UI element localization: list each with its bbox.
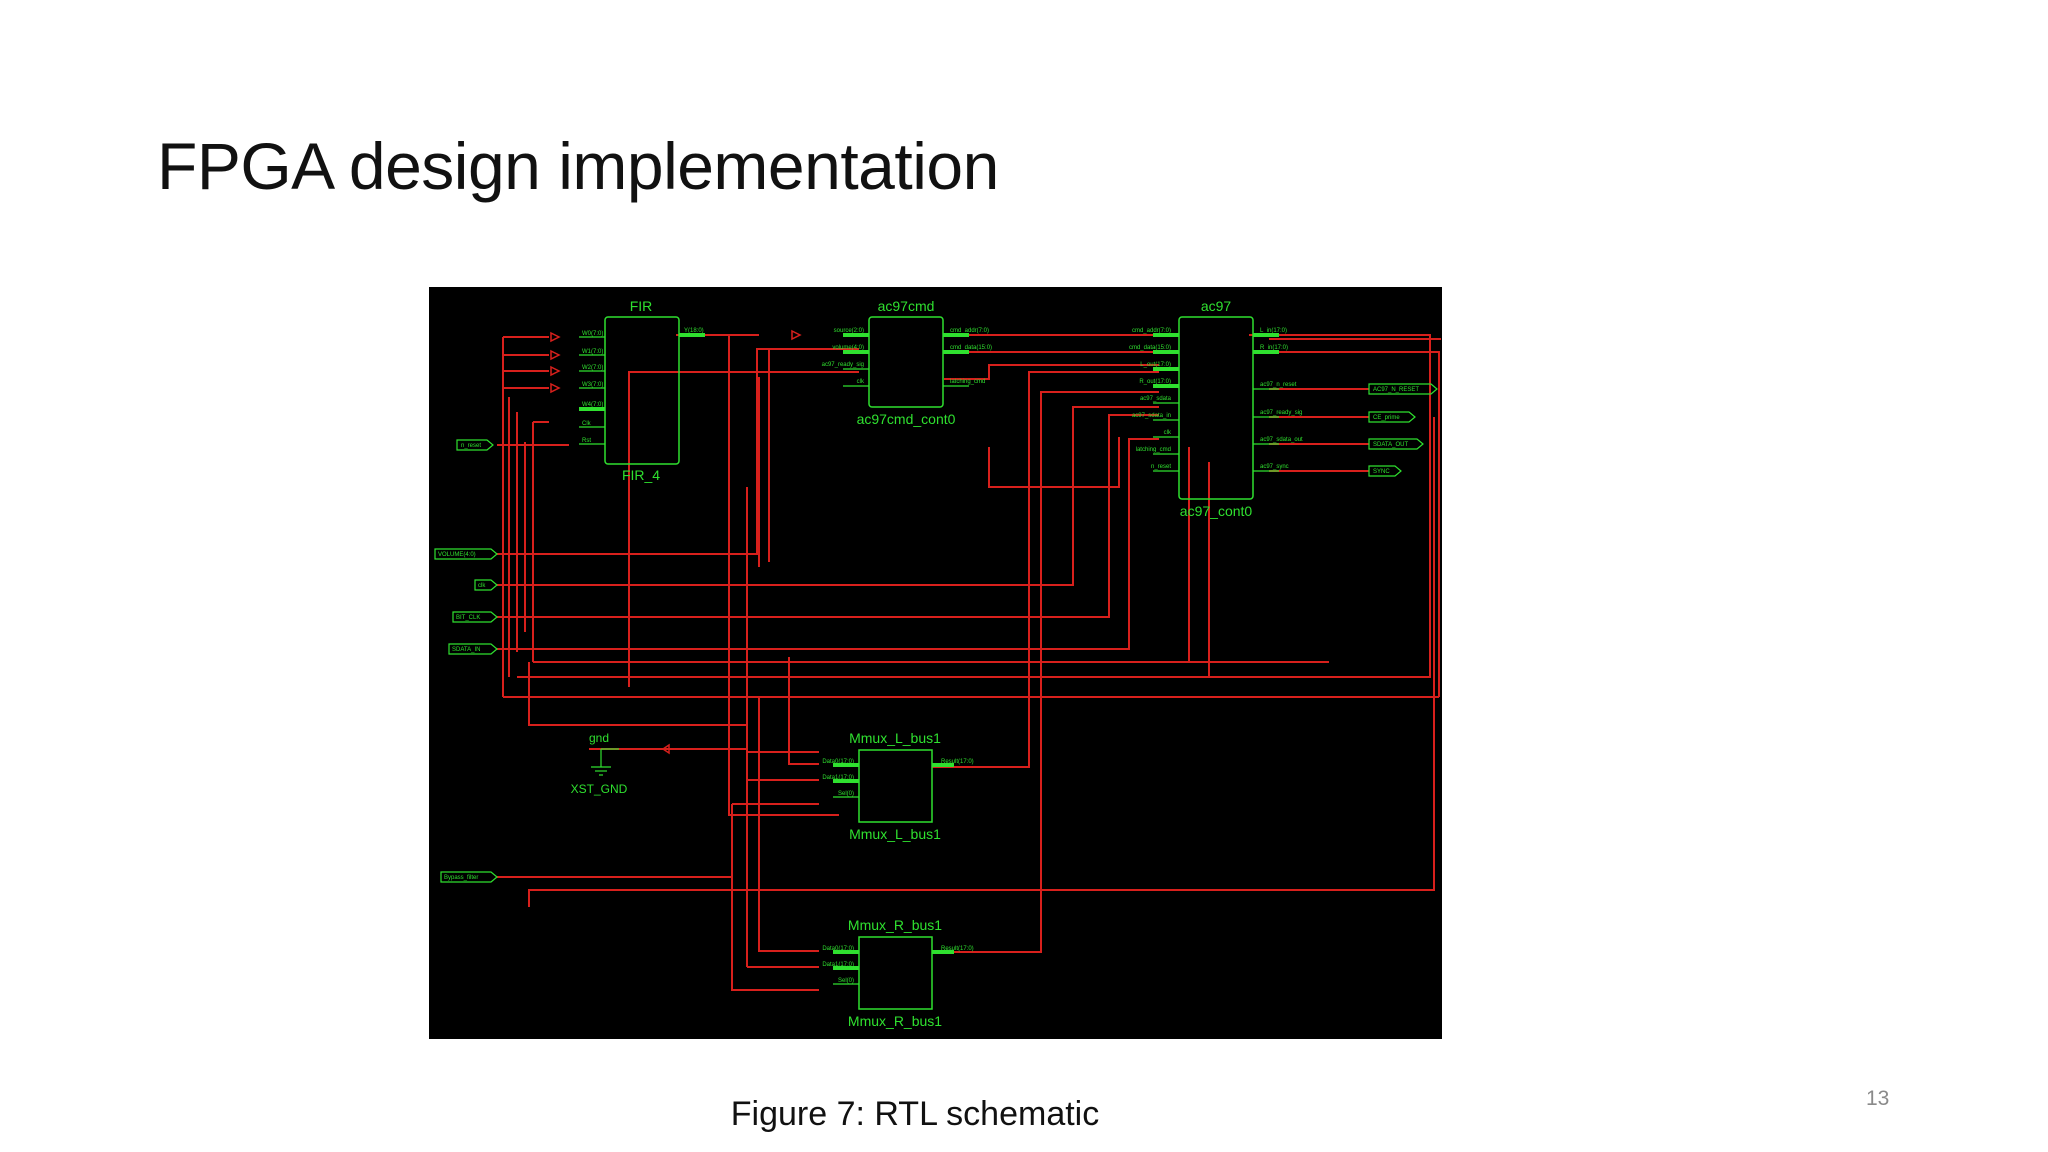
ac97-pin-sdata: ac97_sdata <box>1140 396 1172 402</box>
mux-r-pin-data1: Data1(17:0) <box>822 962 854 968</box>
schematic-svg: FIR FIR_4 W0(7:0) W1(7:0) W2(7:0) W3(7:0… <box>434 298 1441 1029</box>
fir-pin-rst: Rst <box>582 438 591 444</box>
gnd-label: gnd <box>589 731 609 745</box>
ac97cmd-block-instance: ac97cmd_cont0 <box>857 411 956 427</box>
fir-block-title: FIR <box>630 298 653 314</box>
mux-l-title: Mmux_L_bus1 <box>849 730 941 746</box>
ac97-pin-sdata-out: ac97_sdata_out <box>1260 437 1303 443</box>
ac97-pin-l-in: L_in(17:0) <box>1260 328 1287 334</box>
ac97cmd-pin-source: source(2:0) <box>834 328 864 334</box>
ac97cmd-pin-clk: clk <box>857 379 865 385</box>
ac97-pin-clk: clk <box>1164 430 1172 436</box>
mux-r-pin-sel: Sel(0) <box>838 978 854 984</box>
ac97-pin-r-out: R_out(17:0) <box>1139 379 1171 385</box>
mux-l-pin-data1: Data1(17:0) <box>822 775 854 781</box>
ac97cmd-block: ac97cmd ac97cmd_cont0 source(2:0) volume… <box>822 298 992 427</box>
port-clk: clk <box>478 583 486 589</box>
ac97-pin-latching: latching_cmd <box>1136 447 1171 453</box>
ac97cmd-pin-cmd-addr: cmd_addr(7:0) <box>950 328 989 334</box>
mux-r-title: Mmux_R_bus1 <box>848 917 942 933</box>
slide-title: FPGA design implementation <box>157 129 999 203</box>
port-sync: SYNC <box>1373 469 1390 475</box>
fir-pin-w2: W2(7:0) <box>582 365 603 371</box>
output-ports: AC97_N_RESET CE_prime SDATA_OUT SYNC <box>1368 383 1438 477</box>
wires <box>497 329 1441 991</box>
page-number: 13 <box>1866 1087 1890 1110</box>
mux-r-instance: Mmux_R_bus1 <box>848 1013 942 1029</box>
ac97-pin-cmd-addr: cmd_addr(7:0) <box>1132 328 1171 334</box>
ac97cmd-pin-cmd-data: cmd_data(15:0) <box>950 345 992 351</box>
ac97-pin-sync: ac97_sync <box>1260 464 1289 470</box>
fir-pin-w3: W3(7:0) <box>582 382 603 388</box>
fir-pin-w0: W0(7:0) <box>582 331 603 337</box>
ac97cmd-pin-latching: latching_cmd <box>950 379 985 385</box>
ac97-pin-cmd-data: cmd_data(15:0) <box>1129 345 1171 351</box>
ac97-pin-ready-out: ac97_ready_sig <box>1260 410 1302 416</box>
ac97cmd-block-title: ac97cmd <box>878 298 935 314</box>
rtl-schematic: FIR FIR_4 W0(7:0) W1(7:0) W2(7:0) W3(7:0… <box>429 287 1442 1039</box>
ac97-pin-sdata-in: ac97_sdata_in <box>1132 413 1171 419</box>
port-bit-clk: BIT_CLK <box>456 615 480 621</box>
ac97-pin-n-reset-out: ac97_n_reset <box>1260 382 1297 388</box>
port-ce-prime: CE_prime <box>1373 415 1400 421</box>
ac97-block-instance: ac97_cont0 <box>1180 503 1253 519</box>
mux-l-pin-sel: Sel(0) <box>838 791 854 797</box>
mux-r-block: Mmux_R_bus1 Mmux_R_bus1 Data0(17:0) Data… <box>822 917 973 1029</box>
mux-r-pin-data0: Data0(17:0) <box>822 946 854 952</box>
fir-block: FIR FIR_4 W0(7:0) W1(7:0) W2(7:0) W3(7:0… <box>579 298 705 483</box>
port-bypass-filter: Bypass_filter <box>444 875 478 881</box>
ac97-block-title: ac97 <box>1201 298 1232 314</box>
port-volume: VOLUME(4:0) <box>438 552 476 558</box>
fir-block-instance: FIR_4 <box>622 467 660 483</box>
mux-l-instance: Mmux_L_bus1 <box>849 826 941 842</box>
gnd-symbol: gnd XST_GND <box>571 731 628 796</box>
ac97-block: ac97 ac97_cont0 cmd_addr(7:0) cmd_data(1… <box>1129 298 1303 519</box>
mux-r-pin-result: Result(17:0) <box>941 946 974 952</box>
ac97-pin-r-in: R_in(17:0) <box>1260 345 1288 351</box>
ac97cmd-pin-volume: volume(4:0) <box>832 345 864 351</box>
port-ac97-n-reset: AC97_N_RESET <box>1373 387 1419 393</box>
fir-pin-w1: W1(7:0) <box>582 349 603 355</box>
port-sdata-in: SDATA_IN <box>452 647 480 653</box>
fir-pin-w4: W4(7:0) <box>582 402 603 408</box>
ac97cmd-pin-ready: ac97_ready_sig <box>822 362 864 368</box>
mux-l-pin-data0: Data0(17:0) <box>822 759 854 765</box>
fir-pin-y: Y(18:0) <box>684 328 704 334</box>
input-ports: n_reset VOLUME(4:0) clk BIT_CLK SDATA_IN… <box>434 439 498 883</box>
port-n-reset: n_reset <box>461 443 481 449</box>
ac97-pin-n-reset: n_reset <box>1151 464 1171 470</box>
figure-caption: Figure 7: RTL schematic <box>730 1095 1100 1133</box>
fir-pin-clk: Clk <box>582 421 592 427</box>
gnd-instance: XST_GND <box>571 782 628 796</box>
mux-l-pin-result: Result(17:0) <box>941 759 974 765</box>
ac97-pin-l-out: L_out(17:0) <box>1140 362 1171 368</box>
port-sdata-out: SDATA_OUT <box>1373 442 1408 448</box>
mux-l-block: Mmux_L_bus1 Mmux_L_bus1 Data0(17:0) Data… <box>822 730 973 842</box>
